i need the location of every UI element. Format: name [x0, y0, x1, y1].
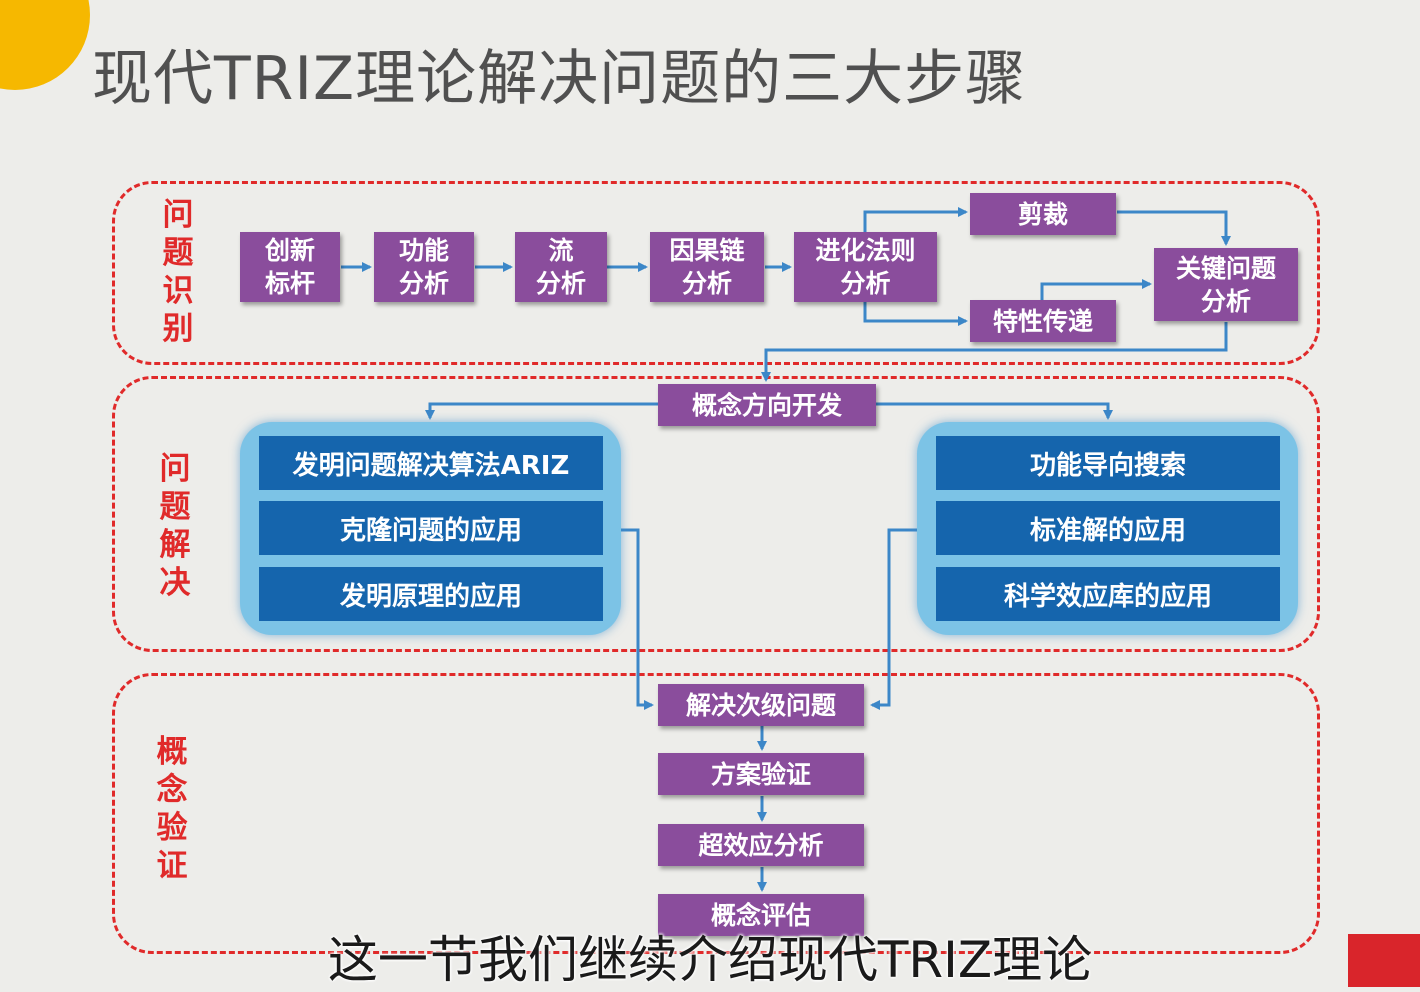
slide-title: 现代TRIZ理论解决问题的三大步骤 — [92, 44, 1027, 114]
left-method-clone-problem: 克隆问题的应用 — [259, 501, 603, 555]
arrow-trimming-to-key — [1117, 210, 1231, 246]
brand-logo — [1348, 934, 1420, 987]
concept-direction-development: 概念方向开发 — [658, 384, 876, 426]
left-method-ariz: 发明问题解决算法ARIZ — [259, 436, 603, 490]
label-concept-verification: 概 念 验 证 — [156, 734, 188, 884]
region-concept-verification — [112, 673, 1320, 954]
right-method-function-search: 功能导向搜索 — [936, 436, 1280, 490]
arrow-evolution-to-transfer — [863, 302, 968, 326]
right-method-effects-database: 科学效应库的应用 — [936, 567, 1280, 621]
step-causal-chain-analysis: 因果链 分析 — [650, 232, 764, 302]
step-innovation-benchmark: 创新 标杆 — [240, 232, 340, 302]
arrow-evolution-to-trimming — [863, 207, 968, 232]
label-problem-solving: 问 题 解 决 — [159, 451, 191, 601]
region-problem-identification — [112, 181, 1320, 365]
step-evolution-laws-analysis: 进化法则 分析 — [794, 232, 937, 302]
region-problem-solving — [112, 376, 1320, 652]
label-problem-identification: 问 题 识 别 — [162, 197, 194, 347]
left-method-inventive-principles: 发明原理的应用 — [259, 567, 603, 621]
arrow-transfer-to-key — [1040, 279, 1152, 300]
arrow-concept-to-right — [876, 402, 1113, 420]
arrow-right-to-secondary — [870, 528, 917, 710]
arrow-concept-to-left — [425, 402, 658, 420]
step-function-analysis: 功能 分析 — [374, 232, 474, 302]
step-super-effect-analysis: 超效应分析 — [658, 824, 864, 866]
step-secondary-problems: 解决次级问题 — [658, 684, 864, 726]
step-solution-validation: 方案验证 — [658, 753, 864, 795]
video-subtitle: 这一节我们继续介绍现代TRIZ理论 — [327, 931, 1093, 989]
step-feature-transfer: 特性传递 — [970, 300, 1116, 342]
arrow-key-to-concept — [761, 322, 1228, 382]
arrow-left-to-secondary — [621, 528, 654, 710]
step-concept-evaluation: 概念评估 — [658, 894, 864, 936]
step-flow-analysis: 流 分析 — [515, 232, 607, 302]
step-trimming: 剪裁 — [970, 193, 1116, 235]
step-key-problem-analysis: 关键问题 分析 — [1154, 248, 1298, 321]
right-method-standard-solutions: 标准解的应用 — [936, 501, 1280, 555]
